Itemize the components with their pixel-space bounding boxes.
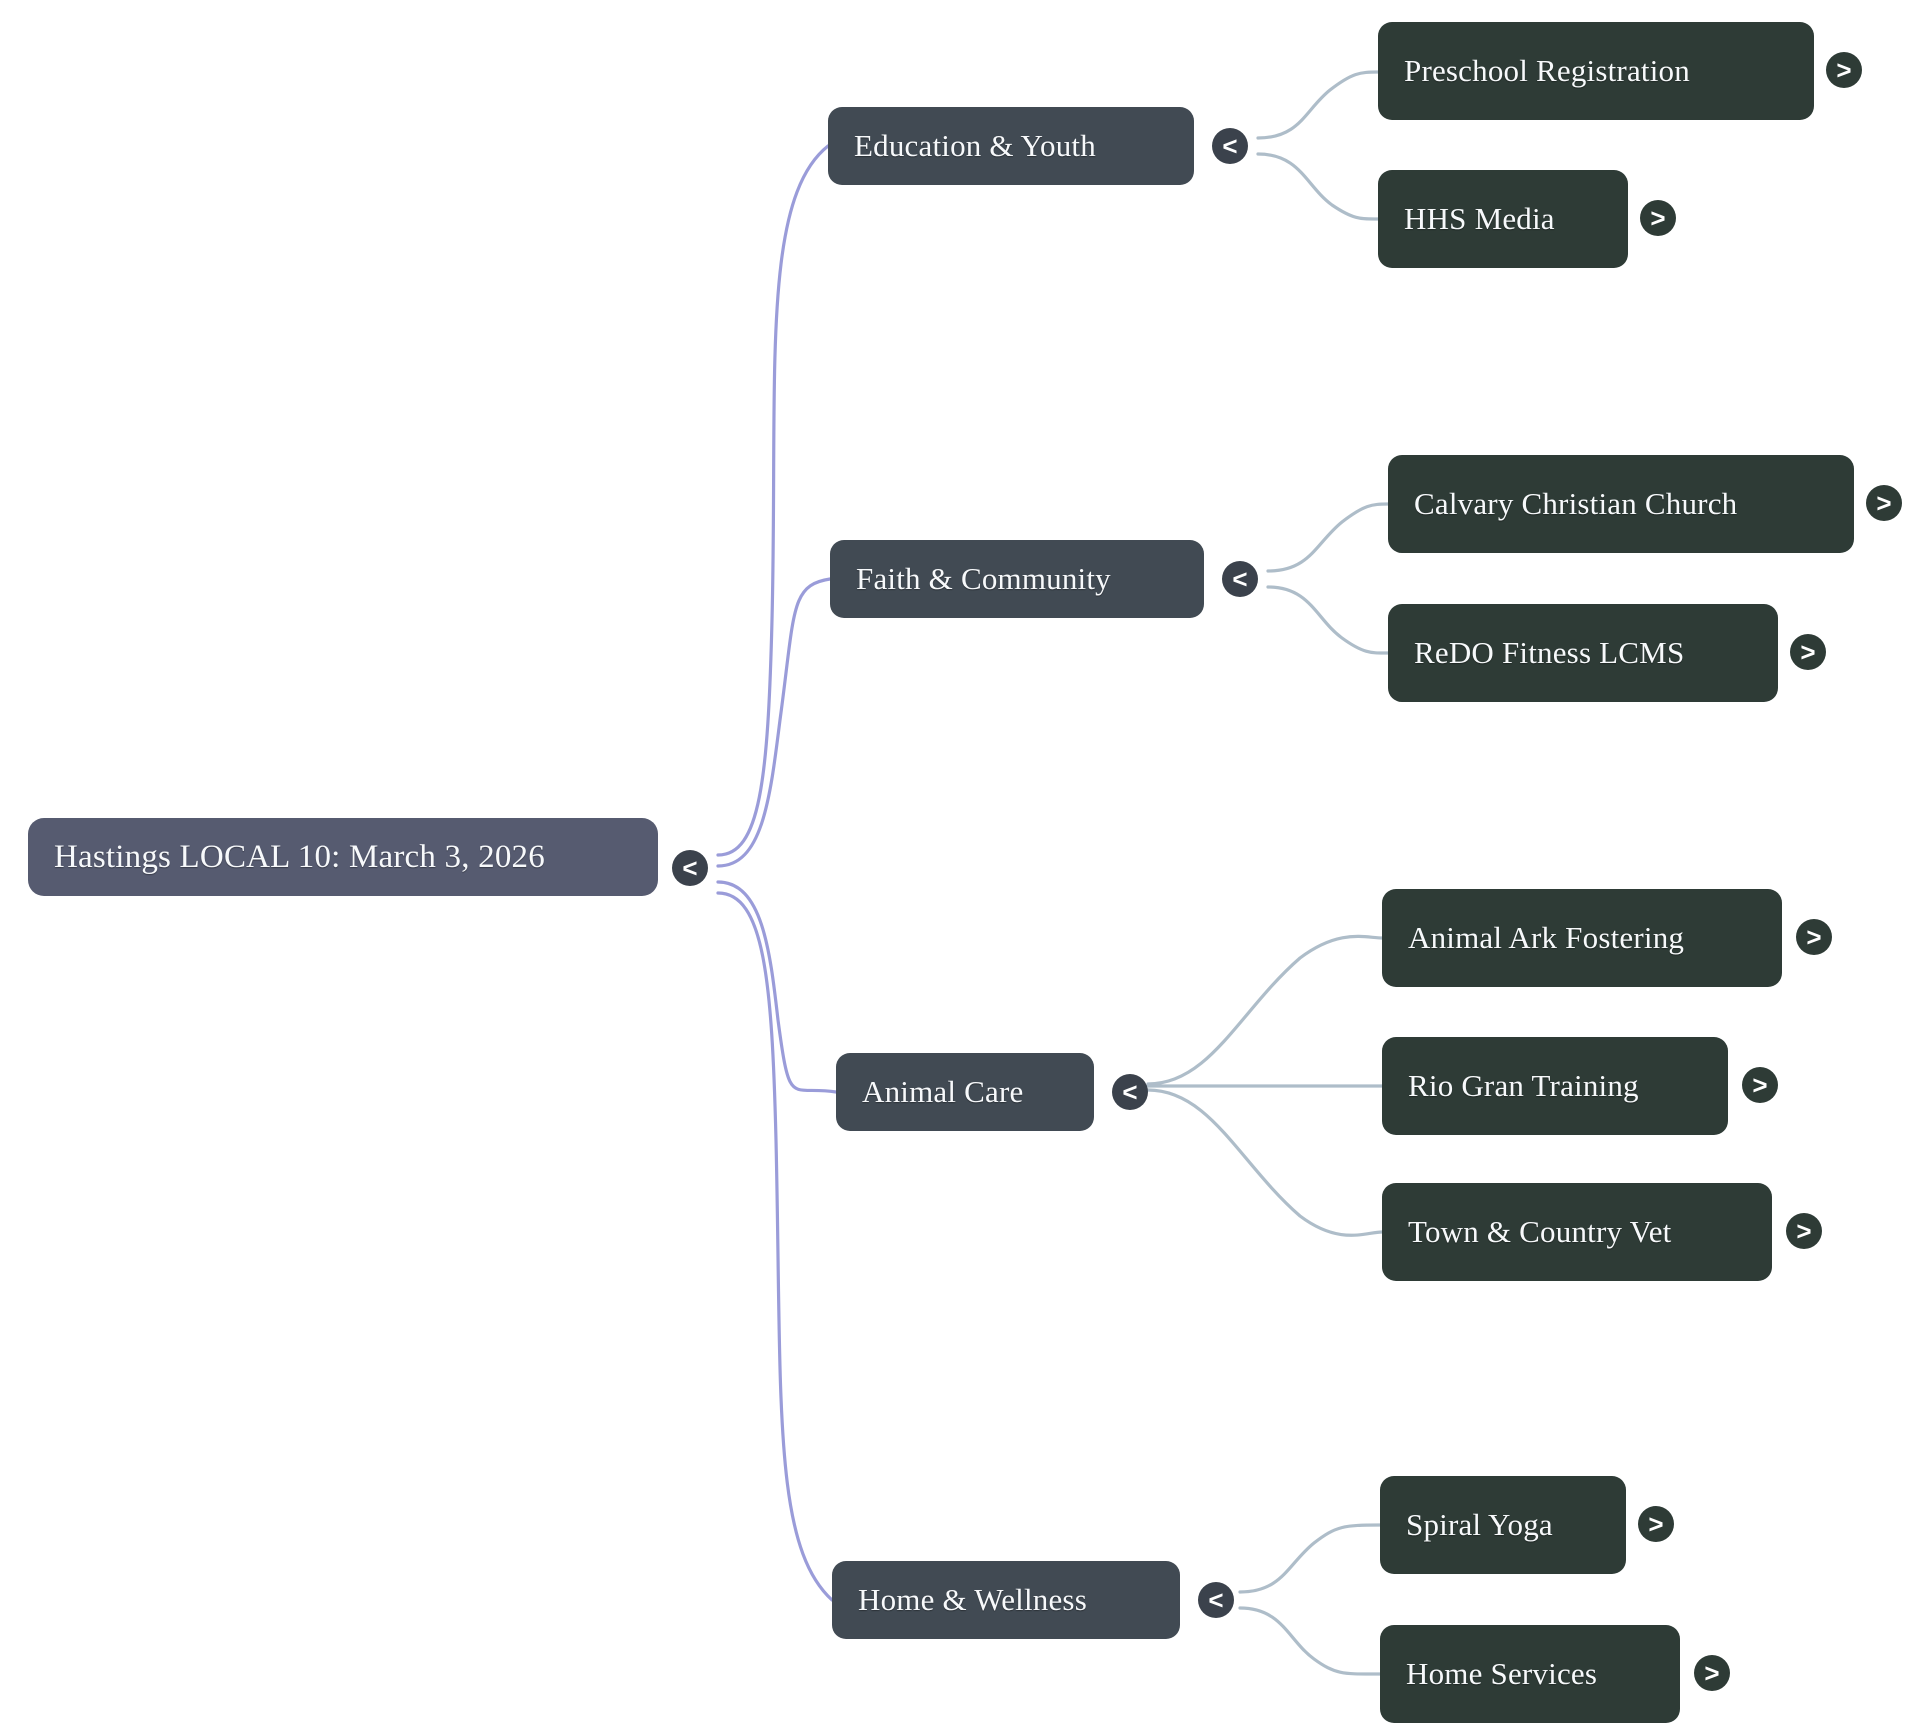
leaf-node-preschool-registration[interactable]: Preschool Registration bbox=[1378, 22, 1814, 120]
leaf-node-label: HHS Media bbox=[1404, 201, 1555, 236]
branch-node-label: Animal Care bbox=[862, 1074, 1024, 1109]
leaf-node-town-country-vet[interactable]: Town & Country Vet bbox=[1382, 1183, 1772, 1281]
edge-root-home bbox=[716, 891, 834, 1602]
leaf-node-label: Preschool Registration bbox=[1404, 53, 1690, 88]
root-connectors bbox=[716, 144, 838, 1602]
leaf-node-rio-gran-training[interactable]: Rio Gran Training bbox=[1382, 1037, 1728, 1135]
expand-toggle-home-services[interactable]: > bbox=[1694, 1655, 1730, 1691]
root-node[interactable]: Hastings LOCAL 10: March 3, 2026 bbox=[28, 818, 658, 896]
collapse-toggle-home-wellness[interactable]: < bbox=[1198, 1582, 1234, 1618]
branch-node-label: Education & Youth bbox=[854, 128, 1096, 163]
edge-education-preschool bbox=[1256, 70, 1380, 140]
leaf-node-hhs-media[interactable]: HHS Media bbox=[1378, 170, 1628, 268]
expand-toggle-spiral-yoga[interactable]: > bbox=[1638, 1506, 1674, 1542]
branch-node-faith-community[interactable]: Faith & Community bbox=[830, 540, 1204, 618]
edge-animal-ark bbox=[1146, 934, 1384, 1086]
leaf-node-label: Animal Ark Fostering bbox=[1408, 920, 1685, 955]
edge-faith-redo bbox=[1266, 585, 1390, 655]
expand-toggle-town-country-vet[interactable]: > bbox=[1786, 1213, 1822, 1249]
leaf-node-label: Town & Country Vet bbox=[1408, 1214, 1672, 1249]
edge-root-faith bbox=[716, 577, 832, 868]
branch-connectors bbox=[1146, 70, 1390, 1676]
edge-animal-towncountry bbox=[1146, 1088, 1384, 1237]
branch-node-animal-care[interactable]: Animal Care bbox=[836, 1053, 1094, 1131]
expand-toggle-animal-ark-fostering[interactable]: > bbox=[1796, 919, 1832, 955]
leaf-node-home-services[interactable]: Home Services bbox=[1380, 1625, 1680, 1723]
branch-node-education-youth[interactable]: Education & Youth bbox=[828, 107, 1194, 185]
branch-node-label: Faith & Community bbox=[856, 561, 1111, 596]
branch-node-home-wellness[interactable]: Home & Wellness bbox=[832, 1561, 1180, 1639]
expand-toggle-rio-gran-training[interactable]: > bbox=[1742, 1067, 1778, 1103]
leaf-node-label: ReDO Fitness LCMS bbox=[1414, 635, 1685, 670]
collapse-toggle-faith-community[interactable]: < bbox=[1222, 561, 1258, 597]
leaf-node-redo-fitness-lcms[interactable]: ReDO Fitness LCMS bbox=[1388, 604, 1778, 702]
edge-home-spiralyoga bbox=[1238, 1523, 1382, 1594]
leaf-node-animal-ark-fostering[interactable]: Animal Ark Fostering bbox=[1382, 889, 1782, 987]
root-node-label: Hastings LOCAL 10: March 3, 2026 bbox=[54, 838, 545, 875]
leaf-node-label: Calvary Christian Church bbox=[1414, 486, 1738, 521]
edge-root-animal bbox=[716, 880, 838, 1094]
edge-root-education bbox=[716, 144, 830, 857]
edge-education-hhsmedia bbox=[1256, 152, 1380, 221]
leaf-node-label: Spiral Yoga bbox=[1406, 1507, 1553, 1542]
leaf-node-label: Home Services bbox=[1406, 1656, 1598, 1691]
collapse-toggle-education-youth[interactable]: < bbox=[1212, 128, 1248, 164]
branch-node-label: Home & Wellness bbox=[858, 1582, 1087, 1617]
leaf-node-label: Rio Gran Training bbox=[1408, 1068, 1639, 1103]
expand-toggle-redo-fitness-lcms[interactable]: > bbox=[1790, 634, 1826, 670]
leaf-node-calvary-christian-church[interactable]: Calvary Christian Church bbox=[1388, 455, 1854, 553]
expand-toggle-hhs-media[interactable]: > bbox=[1640, 200, 1676, 236]
expand-toggle-calvary-christian-church[interactable]: > bbox=[1866, 485, 1902, 521]
edge-home-homeservices bbox=[1238, 1606, 1382, 1676]
expand-toggle-preschool-registration[interactable]: > bbox=[1826, 52, 1862, 88]
edge-faith-calvary bbox=[1266, 502, 1390, 573]
collapse-toggle-root[interactable]: < bbox=[672, 850, 708, 886]
leaf-node-spiral-yoga[interactable]: Spiral Yoga bbox=[1380, 1476, 1626, 1574]
collapse-toggle-animal-care[interactable]: < bbox=[1112, 1074, 1148, 1110]
